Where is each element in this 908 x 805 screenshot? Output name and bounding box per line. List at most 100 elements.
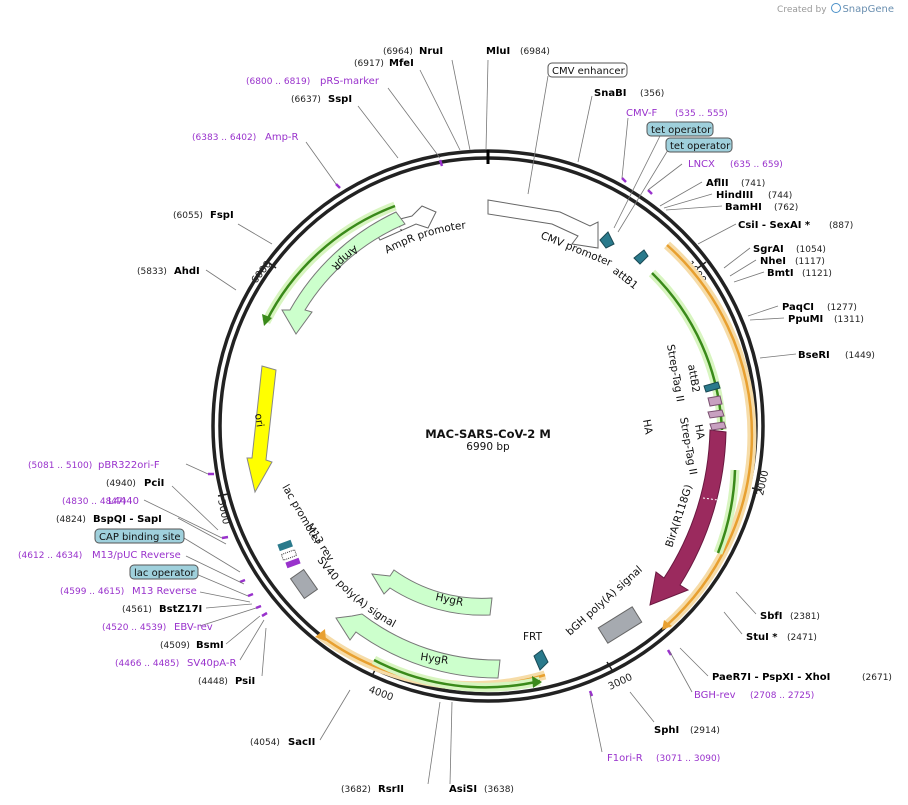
ha-left-label: HA [640,418,655,436]
primer-name: M13 Reverse [132,586,197,597]
leader-line [185,555,245,585]
leader-line [665,205,723,211]
site-name: BamHI [725,202,762,213]
site-name: NruI [419,46,443,57]
primer-pos: (4520 .. 4539) [102,623,166,633]
leader-line [199,591,251,603]
leader-line [205,269,237,291]
ha-marker [707,409,725,419]
site-pos: (4824) [56,515,86,525]
lac-operator-marker [277,539,293,552]
outer-band-right-head [662,620,672,630]
site-name: PaqCI [782,302,814,313]
attb1-arrow [633,249,649,265]
hygr-inner-label: HygR [434,591,464,609]
plasmid-name: MAC-SARS-CoV-2 M [425,427,551,441]
green-bands [261,201,740,692]
site-pos: (6917) [354,59,384,69]
site-pos: (1277) [827,303,857,313]
primer-name: SV40pA-R [187,658,236,669]
leader-line [659,181,703,207]
primer-name: M13/pUC Reverse [92,550,181,561]
frt-label: FRT [523,631,543,643]
site-name: SgrAI [753,244,784,255]
site-pos: (6964) [383,47,413,57]
leader-line [171,485,219,531]
site-name: AflII [706,178,729,189]
attb2-label: attB2 [685,363,702,393]
leader-line [319,689,351,741]
primer-name: pRS-marker [320,76,380,87]
primer-name: F1ori-R [607,753,643,764]
primer-tick [255,604,262,610]
leader-line [729,259,757,277]
ori-arrow [246,365,277,494]
cmv-promoter-arrow [487,199,599,249]
plasmid-length: 6990 bp [466,441,510,453]
leader-line [747,305,779,317]
site-pos: (4509) [160,641,190,651]
inner-features [246,199,727,679]
cap-binding-site-box [94,528,185,544]
ha-right-label: HA [692,423,707,441]
leader-line [199,607,257,627]
leader-line [225,615,261,645]
leader-line [305,141,337,185]
tet-operator-box [665,137,733,153]
leader-line [239,619,265,661]
leader-line [679,647,709,677]
site-pos: (741) [741,179,765,189]
leader-line [205,603,253,609]
site-pos: (356) [640,89,664,99]
primer-pos: (2708 .. 2725) [750,691,814,701]
primer-pos: (5081 .. 5100) [28,461,92,471]
leader-line [183,537,241,573]
leader-line [357,105,399,159]
leader-line [185,463,209,475]
site-pos: (2381) [790,612,820,622]
site-pos: (3682) [341,785,371,795]
leader-line [697,223,737,245]
site-pos: (5833) [137,267,167,277]
site-name: SacII [288,737,315,748]
strep-tag-top-label: Strep-Tag II [664,343,686,402]
leader-line [449,701,453,785]
tick-label-3000: 3000 [607,672,635,693]
attb1-label: attB1 [610,265,640,292]
site-pos: (1121) [802,269,832,279]
site-name: BseRI [798,350,830,361]
lac-promoter-label: lac promoter [279,483,323,548]
ori-label: ori [252,413,266,428]
leader-line [647,163,683,191]
site-name: SnaBI [594,88,626,99]
tick-mark [267,261,277,269]
cmv-enhancer-box [547,62,628,78]
boxed-labels: CMV enhancer tet operator tet operator C… [94,62,733,580]
tet-operator-box [646,121,714,137]
green-band-left-line [264,204,396,323]
site-pos: (2671) [862,673,892,683]
site-name: StuI * [746,632,778,643]
site-name: SbfI [760,611,782,622]
site-name: BstZ17I [159,604,202,615]
snapgene-logo-icon [831,3,842,13]
site-name: FspI [210,210,234,221]
primer-tick [438,159,444,167]
site-name: BmtI [767,268,794,279]
credit-brand: SnapGene [842,4,894,15]
site-name: RsrII [378,784,404,795]
site-pos: (4054) [250,738,280,748]
ampr-arrow [281,211,406,335]
site-name: NheI [760,256,786,267]
site-name: PpuMI [788,314,823,325]
primer-pos: (4830 .. 4847) [62,497,126,507]
site-name: CsiI - SexAI * [738,220,811,231]
snapgene-credit: Created by SnapGene [777,3,894,15]
outer-band-right-line [666,244,754,626]
primer-pos: (3071 .. 3090) [656,754,720,764]
primer-name: Amp-R [265,132,299,143]
green-band-bottom-line [373,658,541,689]
primer-pos: (4466 .. 4485) [115,659,179,669]
cmv-enhancer-label: CMV enhancer [552,66,626,77]
site-pos: (3638) [484,785,514,795]
